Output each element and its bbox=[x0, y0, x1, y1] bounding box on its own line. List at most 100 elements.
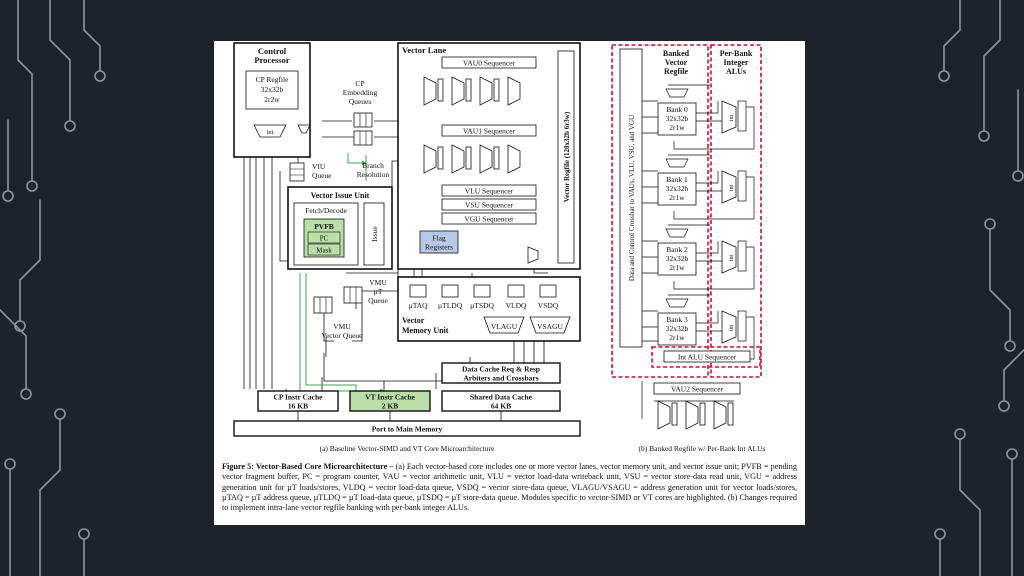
vmu-ut-queue-label-2: µT bbox=[374, 287, 383, 296]
int-alu-sequencer bbox=[663, 350, 751, 363]
circuit-nodes-left bbox=[2, 70, 106, 540]
flag-registers-label-1: Flag bbox=[432, 234, 446, 243]
cp-queue-2 bbox=[353, 130, 373, 146]
cp-queue-1 bbox=[353, 112, 373, 128]
vgu-sequencer bbox=[441, 212, 537, 225]
vlu-sequencer bbox=[441, 184, 537, 197]
vlagu-shape bbox=[483, 316, 525, 334]
banked-title-3: Regfile bbox=[664, 67, 688, 76]
int-alu-sequencer-label: Int ALU Sequencer bbox=[678, 353, 737, 362]
vsu-sequencer-label: VSU Sequencer bbox=[465, 201, 514, 210]
circuit-nodes-right bbox=[934, 70, 1024, 540]
control-processor-title: Control bbox=[258, 46, 287, 56]
cp-instr-cache-label: CP Instr Cache bbox=[273, 393, 323, 402]
bank-0: Bank 0 32x32b 2r1w int bbox=[657, 88, 747, 136]
per-bank-alu-title-2: Integer bbox=[724, 58, 749, 67]
vmu-queues bbox=[409, 284, 557, 298]
cp-regfile-box bbox=[245, 70, 299, 110]
bank-0-int-alu: int bbox=[729, 115, 735, 122]
banked-title-1: Banked bbox=[663, 49, 690, 58]
vau1-sequencer bbox=[441, 124, 537, 137]
bank-1-ports: 2r1w bbox=[669, 193, 685, 202]
viu-queue-label-1: VIU bbox=[312, 162, 326, 171]
bank-2-size: 32x32b bbox=[666, 254, 689, 263]
vector-issue-unit-title: Vector Issue Unit bbox=[311, 191, 370, 200]
bank-3-size: 32x32b bbox=[666, 324, 689, 333]
issue-box bbox=[363, 202, 385, 266]
cp-mux bbox=[297, 124, 311, 134]
viu-queue-label-2: Queue bbox=[312, 171, 332, 180]
shared-data-cache-size: 64 KB bbox=[491, 402, 511, 411]
vgu-sequencer-label: VGU Sequencer bbox=[464, 215, 514, 224]
vmu-vector-queue-box bbox=[313, 296, 333, 314]
pvfb-label: PVFB bbox=[314, 222, 334, 231]
vau1-pipeline bbox=[423, 144, 521, 174]
bank-0-label: Bank 0 bbox=[666, 105, 688, 114]
crossbar-label: Data and Control Crossbar to VAUs, VLU, … bbox=[628, 115, 636, 281]
vau0-sequencer-label: VAU0 Sequencer bbox=[463, 59, 516, 68]
issue-label: Issue bbox=[370, 226, 379, 242]
banked-title-2: Vector bbox=[665, 58, 688, 67]
crossbar-box bbox=[619, 48, 643, 348]
data-cache-arbiters-label-1: Data Cache Req & Resp bbox=[462, 365, 540, 374]
bank-2-ports: 2r1w bbox=[669, 263, 685, 272]
bank-1-label: Bank 1 bbox=[666, 175, 688, 184]
vt-instr-cache-label: VT Instr Cache bbox=[365, 393, 415, 402]
per-bank-alu-title-3: ALUs bbox=[726, 67, 746, 76]
vmu-queue-utldq: µTLDQ bbox=[438, 301, 463, 310]
cp-queues-label-1: CP bbox=[355, 79, 364, 88]
bank-wiring bbox=[641, 84, 755, 419]
bank-2-int-alu: int bbox=[729, 255, 735, 262]
port-to-main-memory-label: Port to Main Memory bbox=[372, 425, 443, 434]
viu-queue-box bbox=[289, 162, 305, 182]
control-processor-title-2: Processor bbox=[254, 55, 289, 65]
port-to-main-memory-box bbox=[233, 420, 581, 437]
shared-data-cache-label: Shared Data Cache bbox=[470, 393, 533, 402]
mask-box bbox=[307, 243, 341, 256]
vlagu-label: VLAGU bbox=[491, 322, 518, 331]
vsagu-label: VSAGU bbox=[537, 322, 563, 331]
data-cache-arbiters-label-2: Arbiters and Crossbars bbox=[463, 374, 538, 383]
bank-3-label: Bank 3 bbox=[666, 315, 688, 324]
vau1-sequencer-label: VAU1 Sequencer bbox=[463, 127, 516, 136]
vlu-sequencer-label: VLU Sequencer bbox=[465, 187, 514, 196]
bank-3-ports: 2r1w bbox=[669, 333, 685, 342]
branch-label-2: Resolution bbox=[357, 170, 390, 179]
banked-regfile-dashed-region bbox=[611, 44, 709, 378]
figure-caption: Figure 5: Vector-Based Core Microarchite… bbox=[222, 462, 797, 513]
bank-3-int-alu: int bbox=[729, 325, 735, 332]
data-cache-arbiters-box bbox=[441, 362, 561, 384]
bank-0-ports: 2r1w bbox=[669, 123, 685, 132]
cp-regfile-size: 32x32b bbox=[261, 85, 284, 94]
vmu-queue-vldq: VLDQ bbox=[506, 301, 527, 310]
bank-2-label: Bank 2 bbox=[666, 245, 688, 254]
cp-regfile-label: CP Regfile bbox=[256, 75, 290, 84]
vector-lane-title: Vector Lane bbox=[402, 45, 446, 55]
per-bank-alu-dashed-region bbox=[710, 44, 762, 378]
vmu-title-2: Memory Unit bbox=[402, 326, 449, 335]
per-bank-alu-title-1: Per-Bank bbox=[720, 49, 753, 58]
vau2-sequencer-label: VAU2 Sequencer bbox=[671, 385, 724, 394]
pc-label: PC bbox=[320, 235, 329, 243]
bank-2: Bank 2 32x32b 2r1w int bbox=[657, 228, 747, 276]
cp-regfile-ports: 2r2w bbox=[264, 95, 280, 104]
vmu-queue-vsdq: VSDQ bbox=[538, 301, 559, 310]
vmu-ut-queue-label-1: VMU bbox=[369, 278, 387, 287]
vmu-vector-queue-label-2: Vector Queue bbox=[321, 331, 363, 340]
vector-regfile-box bbox=[557, 50, 575, 264]
mask-label: Mask bbox=[316, 247, 332, 255]
cp-instr-cache-size: 16 KB bbox=[288, 402, 308, 411]
vmu-queue-utsdq: µTSDQ bbox=[470, 301, 494, 310]
vmu-title-1: Vector bbox=[402, 316, 425, 325]
vsagu-shape bbox=[529, 316, 571, 334]
cp-int-alu bbox=[253, 124, 287, 138]
cp-queues-label-2: Embedding bbox=[343, 88, 378, 97]
bank-1-size: 32x32b bbox=[666, 184, 689, 193]
vmu-vector-queue-label-1: VMU bbox=[333, 322, 351, 331]
microarchitecture-diagram: Control Processor CP Regfile 32x32b 2r2w… bbox=[233, 42, 766, 453]
vau0-pipeline bbox=[423, 76, 521, 106]
bank-1-int-alu: int bbox=[729, 185, 735, 192]
figure-caption-label: Figure 5: Vector-Based Core Microarchite… bbox=[222, 462, 394, 471]
vmu-ut-queue-label-3: Queue bbox=[368, 296, 388, 305]
